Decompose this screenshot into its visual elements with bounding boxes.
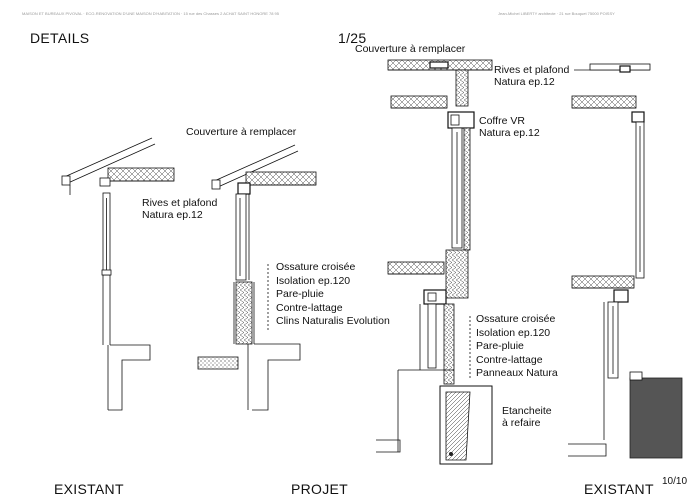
wall-layer-left-1: Ossature croisée <box>276 261 356 273</box>
rives-label-right-line1: Rives et plafond <box>494 64 570 76</box>
coffre-label: Coffre VR Natura ep.12 <box>479 115 540 139</box>
rives-label-left-line1: Rives et plafond <box>142 197 218 209</box>
wall-layer-right-5: Panneaux Natura <box>476 367 558 380</box>
existing-section-left <box>61 137 175 411</box>
header-architect-info: Jean-Michel LIBERTY architecte · 21 rue … <box>498 11 615 16</box>
caption-existant-right: EXISTANT <box>584 481 654 497</box>
sheet-title: DETAILS <box>30 30 90 46</box>
rives-label-left: Rives et plafond Natura ep.12 <box>142 197 217 221</box>
rives-label-right-line2: Natura ep.12 <box>494 76 555 88</box>
wall-layer-right-2: Isolation ep.120 <box>476 326 551 339</box>
wall-layer-left-4: Contre-lattage <box>276 301 343 314</box>
page-number: 10/10 <box>662 476 688 487</box>
rives-label-right: Rives et plafond Natura ep.12 <box>494 64 569 88</box>
etancheite-label-line2: à refaire <box>502 417 541 429</box>
roof-note-right: Couverture à remplacer <box>355 43 466 55</box>
header-project-info: MAISON ET BUREAUX PIVOVAL · ECO-RENOVATI… <box>22 11 279 16</box>
wall-layer-left-2: Isolation ep.120 <box>276 274 351 287</box>
wall-layers-right: Ossature croisée Isolation ep.120 Pare-p… <box>476 313 558 381</box>
coffre-label-line1: Coffre VR <box>479 115 525 127</box>
wall-layer-right-1: Ossature croisée <box>476 313 556 325</box>
wall-layer-left-3: Pare-pluie <box>276 288 324 301</box>
roof-note-left: Couverture à remplacer <box>186 126 297 138</box>
rives-label-left-line2: Natura ep.12 <box>142 209 203 221</box>
project-section-left <box>197 144 317 411</box>
etancheite-label-line1: Etancheite <box>502 405 552 417</box>
caption-projet: PROJET <box>291 481 349 497</box>
caption-existant-left: EXISTANT <box>54 481 124 497</box>
sheet-scale: 1/25 <box>338 30 367 46</box>
wall-layer-right-3: Pare-pluie <box>476 340 524 353</box>
project-section-right <box>376 59 493 465</box>
etancheite-label: Etancheite à refaire <box>502 405 552 429</box>
existing-section-right <box>568 63 683 459</box>
coffre-label-line2: Natura ep.12 <box>479 127 540 139</box>
wall-layers-left: Ossature croisée Isolation ep.120 Pare-p… <box>276 261 390 329</box>
wall-layer-right-4: Contre-lattage <box>476 353 543 366</box>
wall-layer-left-5: Clins Naturalis Evolution <box>276 315 390 328</box>
